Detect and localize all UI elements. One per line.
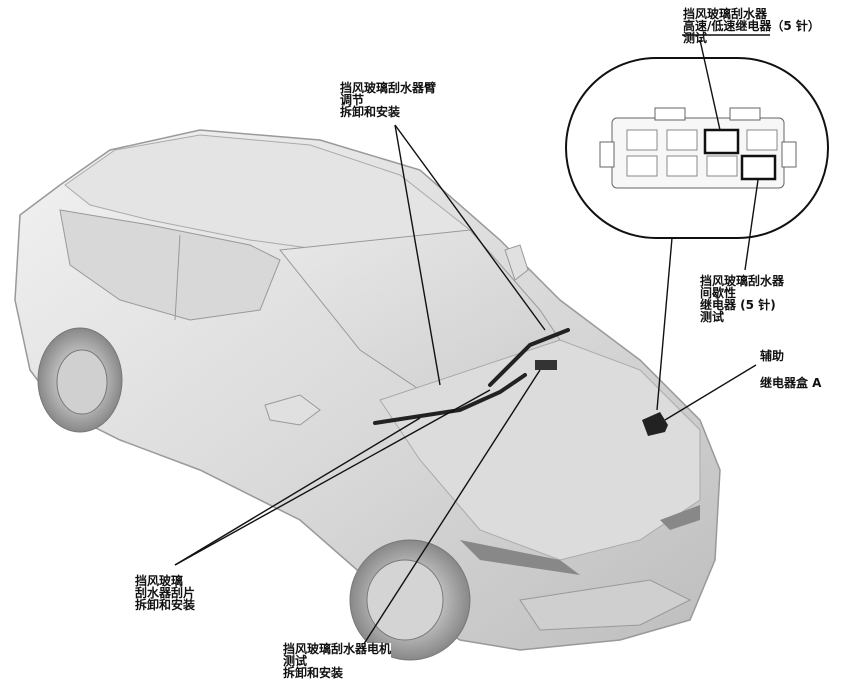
label-line: 拆卸和安装 [283, 666, 344, 680]
relay-detail-callout [565, 57, 829, 239]
label-aux: 辅助 [760, 349, 785, 363]
label-line: 挡风玻璃刮水器电机 [283, 642, 392, 656]
label-relay-box-a: 继电器盒 A [760, 376, 822, 390]
label-intermittent-relay: 挡风玻璃刮水器 间歇性 继电器 (5 针) 测试 [700, 275, 784, 323]
label-line: 测试 [683, 31, 708, 45]
leader-lines [174, 34, 770, 651]
label-line: 间歇性 [700, 286, 737, 300]
label-line: 挡风玻璃刮水器 [700, 274, 785, 288]
label-line: 测试 [700, 310, 725, 324]
label-wiper-motor: 挡风玻璃刮水器电机 测试 拆卸和安装 [283, 642, 392, 680]
label-line: 拆卸和安装 [340, 105, 401, 119]
label-line: 调节 [340, 93, 365, 107]
label-line: 挡风玻璃 [135, 574, 184, 588]
label-line: 继电器 (5 针) [700, 298, 776, 312]
aux-relay-box-a [642, 412, 668, 436]
label-line: 高速/低速继电器（5 针） [683, 19, 820, 33]
wiper-arms [373, 328, 570, 425]
label-wiper-blade: 挡风玻璃 刮水器刮片 拆卸和安装 [135, 574, 196, 612]
label-line: 拆卸和安装 [135, 598, 196, 612]
label-hi-lo-relay-test: 挡风玻璃刮水器 高速/低速继电器（5 针） 测试 [683, 8, 820, 44]
label-line: 挡风玻璃刮水器 [683, 7, 768, 21]
front-wheel [349, 539, 471, 661]
label-line: 测试 [283, 654, 308, 668]
label-line: 刮水器刮片 [135, 586, 196, 600]
label-wiper-arm: 挡风玻璃刮水器臂 调节 拆卸和安装 [340, 82, 436, 118]
label-line: 挡风玻璃刮水器臂 [340, 81, 437, 95]
rear-wheel [37, 327, 123, 433]
car-body [14, 129, 721, 651]
